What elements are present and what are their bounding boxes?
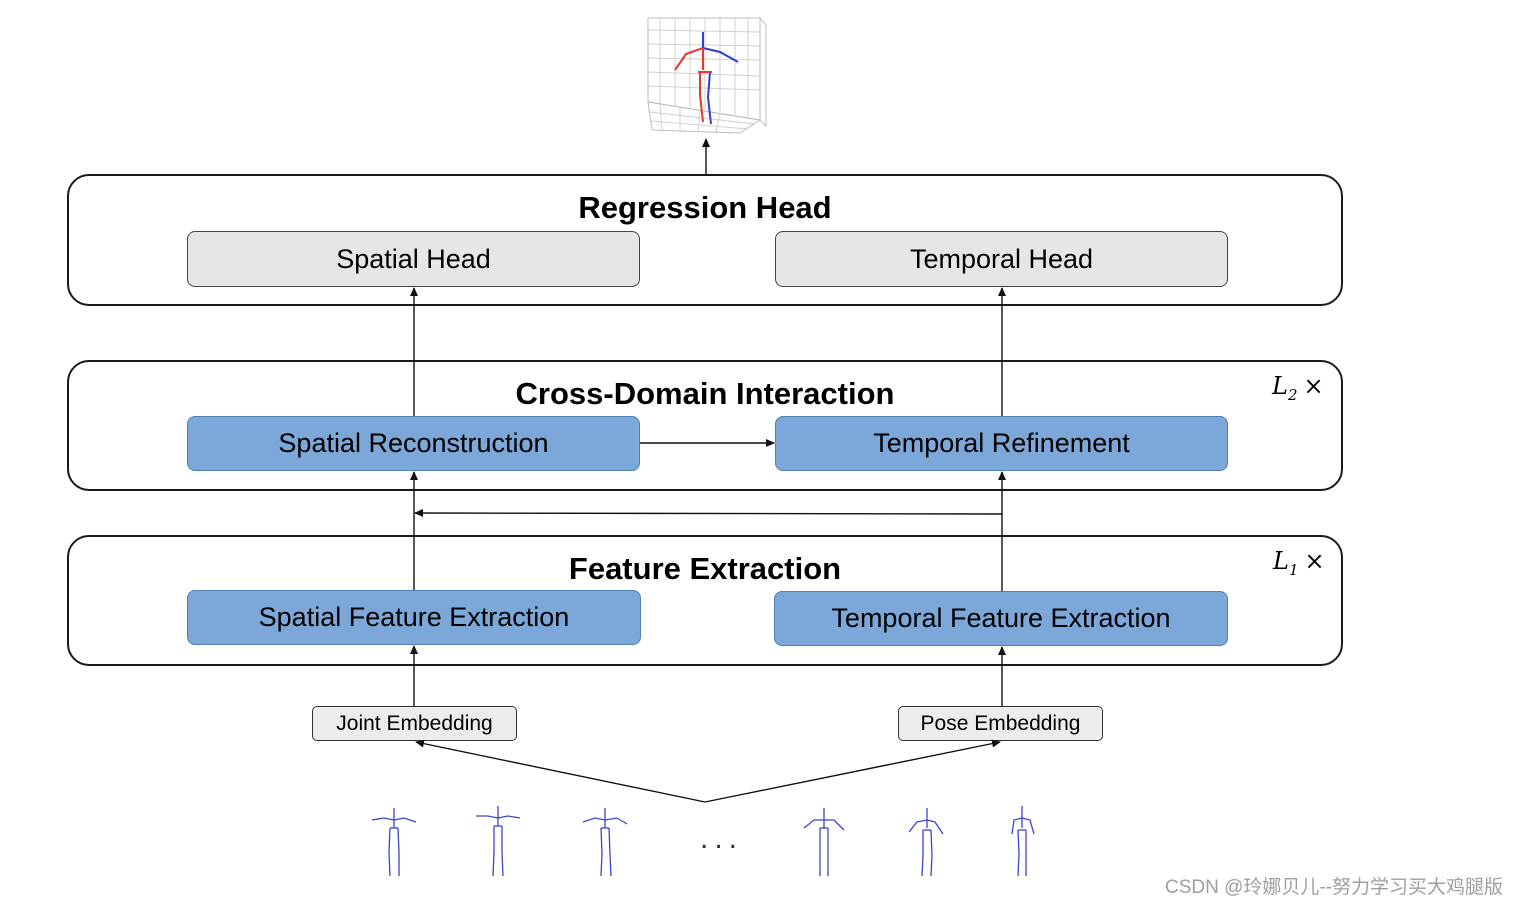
pose-embedding-box: Pose Embedding xyxy=(898,706,1103,741)
arrow-input-to-joint xyxy=(415,739,706,803)
input-skeleton-3 xyxy=(582,808,628,877)
input-skeleton-1 xyxy=(371,808,417,877)
plot-grid xyxy=(647,16,767,134)
watermark: CSDN @玲娜贝儿--努力学习买大鸡腿版 xyxy=(1165,877,1504,898)
input-skeleton-4 xyxy=(803,808,845,876)
temporal-refinement-box: Temporal Refinement xyxy=(775,416,1228,471)
input-skeleton-5 xyxy=(908,808,944,877)
sequence-ellipsis: ... xyxy=(700,822,744,855)
pose-skeleton xyxy=(674,32,739,125)
input-skeleton-2 xyxy=(476,806,521,877)
spatial-head-box: Spatial Head xyxy=(187,231,640,287)
arrow-input-to-pose xyxy=(704,739,1001,803)
input-skeleton-6 xyxy=(1011,806,1035,877)
spatial-reconstruction-box: Spatial Reconstruction xyxy=(187,416,640,471)
cross-repeat-label: L2× xyxy=(1272,372,1324,404)
feature-extraction-title: Feature Extraction xyxy=(568,551,842,586)
spatial-feature-extraction-box: Spatial Feature Extraction xyxy=(187,590,641,645)
regression-head-title: Regression Head xyxy=(578,190,832,225)
arrow-temporal-skip-to-spatial xyxy=(414,509,1003,518)
cross-domain-title: Cross-Domain Interaction xyxy=(515,376,895,411)
feature-repeat-label: L1× xyxy=(1273,547,1325,579)
temporal-head-box: Temporal Head xyxy=(775,231,1228,287)
joint-embedding-box: Joint Embedding xyxy=(312,706,517,741)
temporal-feature-extraction-box: Temporal Feature Extraction xyxy=(774,591,1228,646)
